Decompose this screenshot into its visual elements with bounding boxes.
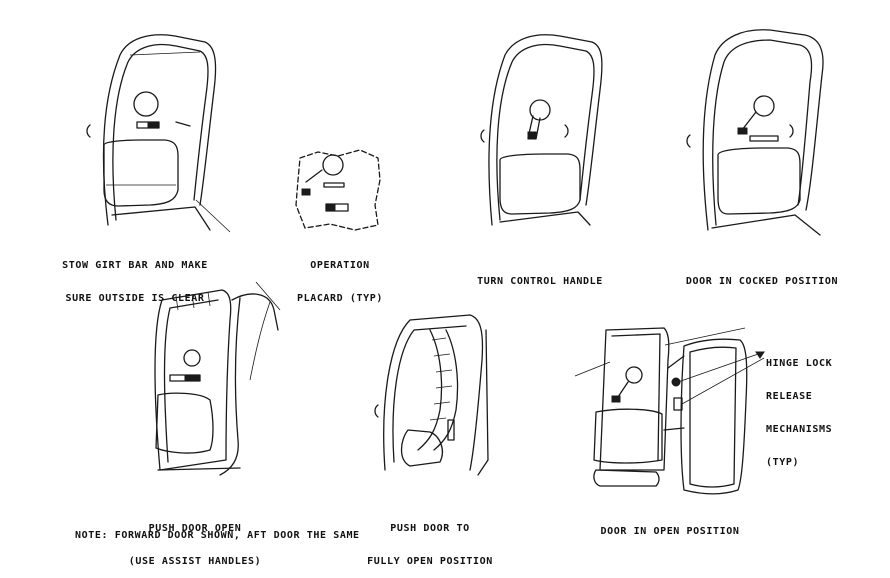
turn-handle-illustration (480, 34, 603, 226)
door-operation-diagram (86, 29, 824, 495)
note-forward-door: NOTE: FORWARD DOOR SHOWN, AFT DOOR THE S… (75, 530, 360, 541)
door-cocked-illustration (686, 29, 824, 236)
caption-turn-control-handle: TURN CONTROL HANDLE (477, 276, 603, 287)
push-door-open-illustration (154, 281, 281, 476)
caption-door-cocked-position: DOOR IN COCKED POSITION (685, 276, 839, 287)
door-closed-illustration (86, 34, 231, 233)
door-open-illustration (574, 327, 765, 495)
push-door-full-illustration (374, 314, 489, 476)
caption-door-open-position: DOOR IN OPEN POSITION (600, 526, 740, 537)
operation-placard-illustration (295, 149, 381, 231)
hinge-lock-callout: HINGE LOCK RELEASE MECHANISMS (TYP) (766, 358, 833, 468)
caption-operation-placard: OPERATION PLACARD (TYP) (296, 260, 384, 304)
caption-stow-girt-bar: STOW GIRT BAR AND MAKE SURE OUTSIDE IS C… (62, 260, 208, 304)
